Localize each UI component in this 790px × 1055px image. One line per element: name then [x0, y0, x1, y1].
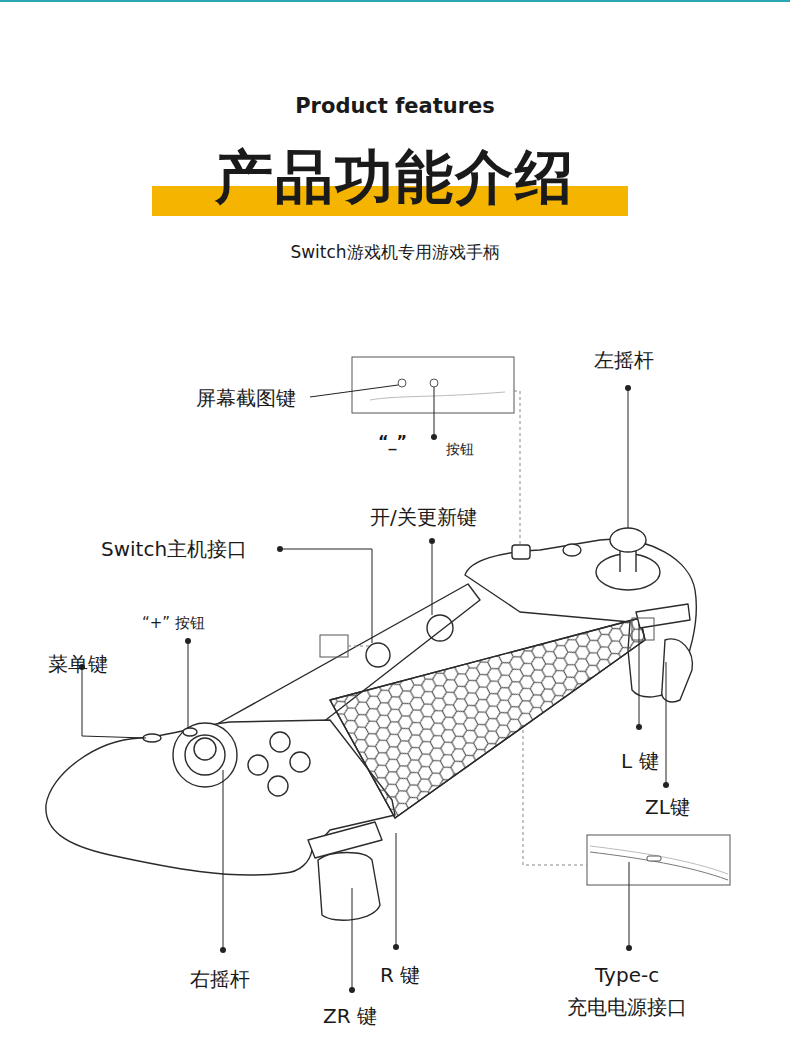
callout-label: R 键 — [380, 963, 420, 987]
callout-label: ZL键 — [645, 795, 690, 819]
callout-label: Switch主机接口 — [101, 537, 247, 561]
callout-label: L 键 — [621, 749, 659, 773]
callout-label: “_” — [378, 432, 407, 451]
heading-text: Product features — [295, 94, 495, 119]
top-rule — [0, 0, 790, 2]
callout-label: 左摇杆 — [594, 348, 654, 372]
callout-label: 充电电源接口 — [567, 995, 687, 1019]
callout-label: Type-c — [595, 963, 659, 987]
callout-label: ZR 键 — [323, 1004, 377, 1028]
callout-label: 右摇杆 — [190, 967, 250, 991]
leader-lines — [82, 385, 666, 990]
inset-boxes — [320, 357, 730, 885]
heading-text: Switch游戏机专用游戏手柄 — [290, 242, 499, 262]
callout-label: 开/关更新键 — [370, 505, 477, 529]
callout-label: 按钮 — [446, 441, 474, 458]
leader-dots — [79, 385, 669, 993]
callout-label: 菜单键 — [48, 652, 108, 676]
callout-label: 屏幕截图键 — [196, 386, 296, 410]
callout-label: “+” 按钮 — [142, 614, 205, 632]
dashed-guides — [348, 391, 587, 865]
page-title: 产品功能介绍 — [215, 148, 575, 206]
